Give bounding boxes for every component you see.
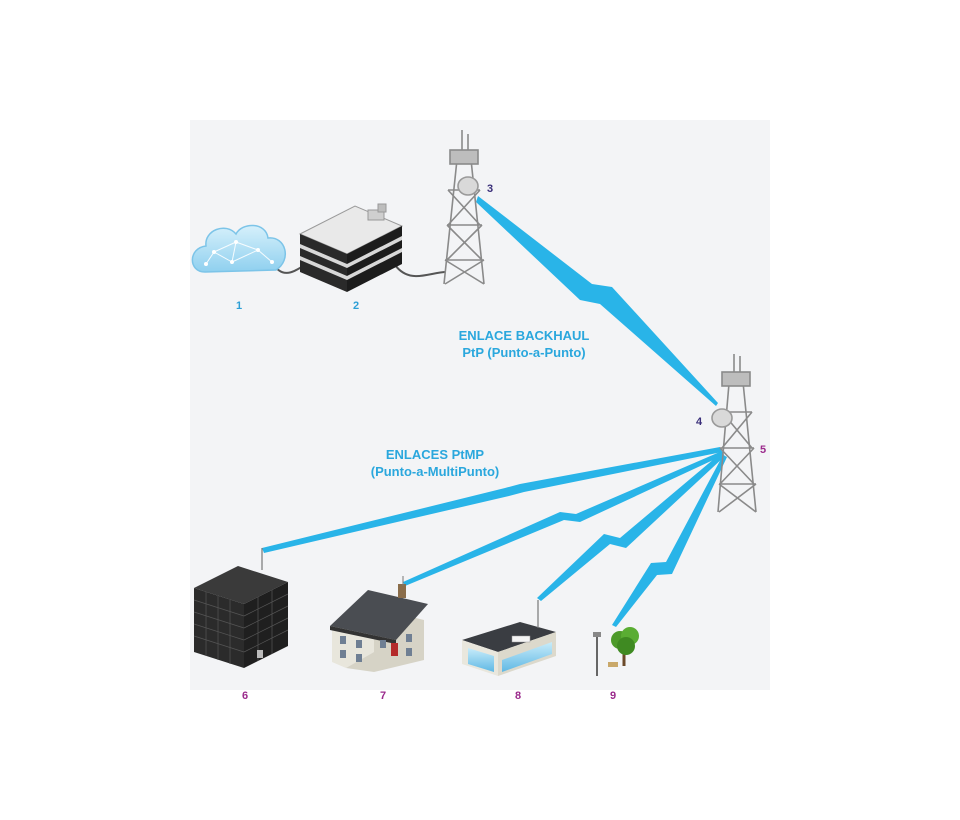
backhaul-title: ENLACE BACKHAUL <box>458 328 590 343</box>
streetlight-tree-icon <box>593 627 639 676</box>
ptmp-subtitle: (Punto-a-MultiPunto) <box>370 464 500 479</box>
ptmp-links-label: ENLACES PtMP (Punto-a-MultiPunto) <box>350 446 520 480</box>
ptmp-link-streetlight <box>612 455 727 627</box>
cloud-network-icon <box>191 224 286 273</box>
label-number-3: 3 <box>487 183 494 195</box>
tower-main-icon <box>443 130 485 285</box>
label-number-5: 5 <box>760 444 767 456</box>
ptmp-title: ENLACES PtMP <box>385 447 485 462</box>
backhaul-link-label: ENLACE BACKHAUL PtP (Punto-a-Punto) <box>444 327 604 361</box>
label-number-7: 7 <box>380 690 387 702</box>
house-icon <box>330 576 428 672</box>
ptmp-links <box>262 447 727 627</box>
tower-remote-icon <box>711 354 757 513</box>
office-building-icon <box>193 548 289 668</box>
datacenter-icon <box>298 203 404 292</box>
label-number-6: 6 <box>242 690 249 702</box>
label-number-4: 4 <box>696 416 703 428</box>
label-number-8: 8 <box>515 690 522 702</box>
label-number-9: 9 <box>610 690 617 702</box>
backhaul-subtitle: PtP (Punto-a-Punto) <box>462 345 586 360</box>
ptmp-link-office <box>262 447 722 553</box>
backhaul-link <box>476 196 718 406</box>
shop-icon <box>462 600 556 676</box>
label-number-1: 1 <box>236 300 243 312</box>
ptmp-link-house <box>403 451 724 586</box>
label-number-2: 2 <box>353 300 360 312</box>
ptmp-link-shop <box>537 453 725 601</box>
cable-datacenter-tower <box>394 264 447 278</box>
